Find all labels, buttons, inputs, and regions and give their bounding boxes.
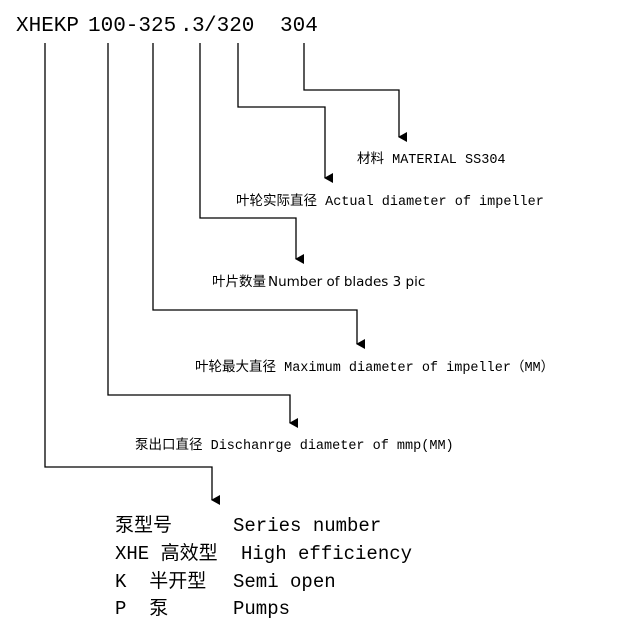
legend-meaning-1: High efficiency <box>241 543 412 565</box>
code-actual-diameter: /320 <box>204 15 254 38</box>
leader-max-diameter <box>152 43 365 349</box>
legend-code-1: XHE 高效型 <box>115 542 218 565</box>
leader-actual-diameter <box>237 43 333 183</box>
legend-code-0: 泵型号 <box>115 514 172 537</box>
legend-code-2: K 半开型 <box>115 570 206 593</box>
code-blades-dot: . <box>180 15 193 38</box>
code-blades: 3 <box>192 15 205 38</box>
code-series: XHEKP <box>16 15 79 38</box>
label-discharge-diameter: 泵出口直径 Dischanrge diameter of mmp(MM) <box>135 437 454 454</box>
label-blades-en: Number of blades 3 pic <box>268 274 425 290</box>
leader-discharge-diameter <box>107 43 298 428</box>
legend-code-3: P 泵 <box>115 598 168 620</box>
legend-meaning-0: Series number <box>233 515 381 537</box>
leader-series <box>44 43 220 505</box>
code-material: 304 <box>280 15 318 38</box>
label-max-diameter: 叶轮最大直径 Maximum diameter of impeller（MM） <box>195 359 554 376</box>
leader-material <box>303 43 407 142</box>
leader-blades <box>199 43 304 264</box>
label-actual-diameter: 叶轮实际直径 Actual diameter of impeller <box>236 193 544 210</box>
label-material: 材料 MATERIAL SS304 <box>357 151 506 168</box>
legend-meaning-2: Semi open <box>233 571 336 593</box>
code-discharge: 100-325 <box>88 15 176 38</box>
legend-meaning-3: Pumps <box>233 598 290 620</box>
label-blades-cn: 叶片数量 <box>212 274 266 291</box>
